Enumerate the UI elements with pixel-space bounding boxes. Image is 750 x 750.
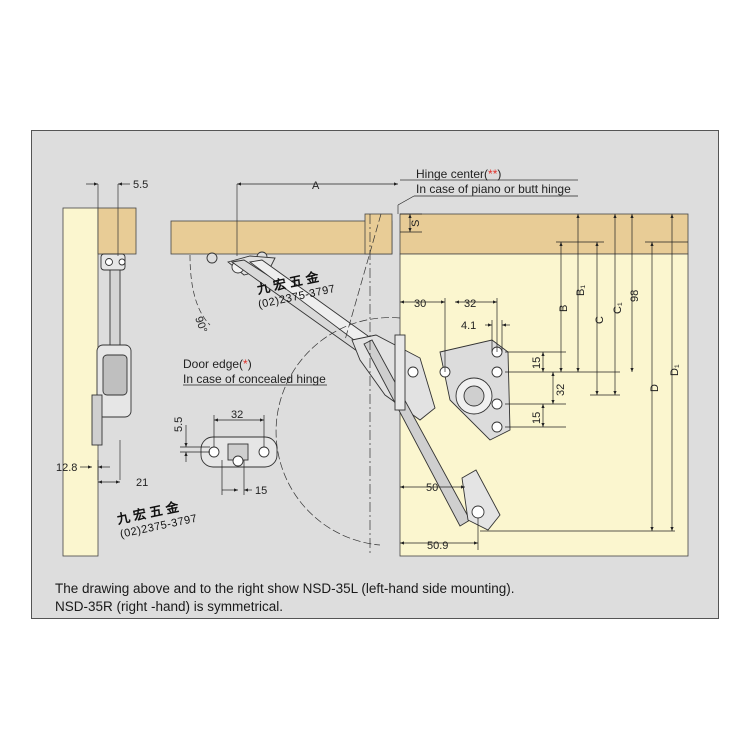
dim-30: 30	[414, 298, 426, 310]
dim-5-5-top: 5.5	[133, 179, 148, 191]
dim-5-5-plate: 5.5	[173, 417, 185, 432]
dim-15-b: 15	[531, 412, 543, 424]
dim-C: C	[594, 316, 606, 324]
dim-32-plate: 32	[231, 409, 243, 421]
top-panel-right	[399, 213, 689, 255]
piano-hinge-note: In case of piano or butt hinge	[416, 182, 571, 196]
hinge-center-mark: **	[488, 167, 498, 181]
caption-line-1: The drawing above and to the right show …	[55, 581, 515, 596]
dim-90-deg: 90°	[192, 315, 209, 335]
door-edge-close: )	[248, 357, 252, 371]
dim-50-9: 50.9	[427, 540, 448, 552]
caption-line-2: NSD-35R (right -hand) is symmetrical.	[55, 599, 284, 614]
dim-21: 21	[136, 477, 148, 489]
dim-50: 50	[426, 482, 438, 494]
dimension-labels: 5.5 A S 30 32 4.1 B B₁ C C₁ 98 D D₁ 15 3…	[56, 179, 681, 552]
dim-D1: D₁	[669, 364, 681, 376]
watermark-2: 九 宏 五 金 (02)2375-3797	[115, 499, 199, 541]
door-edge-text: Door edge(	[183, 357, 243, 371]
cabinet-side	[399, 253, 689, 557]
dim-B1: B₁	[575, 285, 587, 296]
dim-15-plate: 15	[255, 485, 267, 497]
hinge-center-text: Hinge center(	[416, 167, 488, 181]
mounting-plate	[200, 436, 278, 468]
door-edge-label: Door edge(*)	[183, 357, 252, 371]
dim-C1: C₁	[612, 302, 624, 314]
lift-arm-mechanism	[206, 251, 511, 531]
door-edge-strip	[364, 213, 393, 255]
dim-4-1: 4.1	[461, 320, 476, 332]
reference-lines	[97, 179, 578, 556]
dim-98: 98	[629, 290, 641, 302]
side-view-mechanism	[91, 253, 132, 446]
dim-S: S	[410, 220, 422, 227]
dim-12-8: 12.8	[56, 462, 77, 474]
dim-D: D	[649, 384, 661, 392]
callouts: Hinge center(**) In case of piano or but…	[183, 167, 571, 386]
dim-B: B	[558, 305, 570, 312]
concealed-hinge-note: In case of concealed hinge	[183, 372, 326, 386]
hinge-center-close: )	[497, 167, 501, 181]
dim-32-side: 32	[555, 384, 567, 396]
hinge-center-label: Hinge center(**)	[416, 167, 501, 181]
top-panel-wood	[170, 220, 393, 255]
dim-15-a: 15	[531, 357, 543, 369]
dimension-lines	[80, 182, 688, 550]
door-edge-mark: *	[243, 357, 248, 371]
side-top-panel	[97, 207, 137, 255]
side-panel-wood	[62, 207, 99, 557]
dim-32-top: 32	[464, 298, 476, 310]
dim-A: A	[312, 180, 320, 192]
